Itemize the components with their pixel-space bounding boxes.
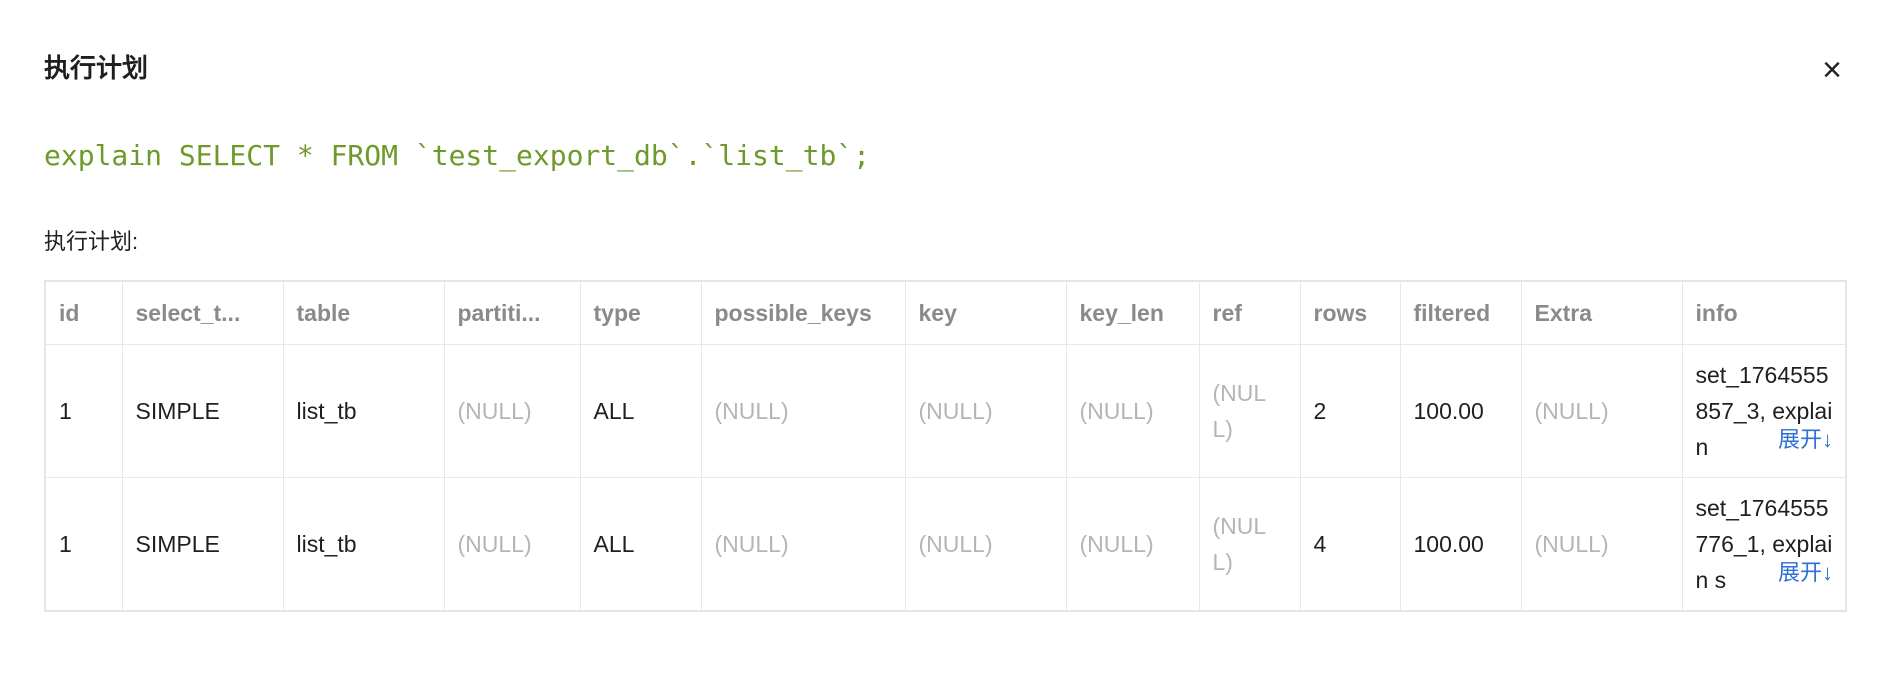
dialog-title: 执行计划 — [44, 53, 149, 83]
cell-info: set_1764555857_3, explain 展开↓ — [1681, 344, 1847, 478]
sql-statement: explain SELECT * FROM `test_export_db`.`… — [44, 139, 871, 172]
cell-partitions: (NULL) — [443, 477, 581, 612]
cell-rows: 4 — [1299, 477, 1401, 612]
cell-possible-keys: (NULL) — [700, 344, 906, 478]
header-possible-keys[interactable]: possible_keys — [700, 280, 906, 345]
header-key-len[interactable]: key_len — [1065, 280, 1200, 345]
header-ref[interactable]: ref — [1198, 280, 1301, 345]
section-label: 执行计划: — [44, 229, 139, 254]
close-icon[interactable]: × — [1822, 51, 1842, 89]
info-text: set_1764555776_1, explain s — [1695, 495, 1833, 593]
table-row: 1 SIMPLE list_tb (NULL) ALL (NULL) (NULL… — [44, 477, 1847, 612]
cell-select-type: SIMPLE — [121, 344, 284, 478]
cell-key-len: (NULL) — [1065, 344, 1200, 478]
cell-ref: (NULL) — [1198, 344, 1301, 478]
header-extra[interactable]: Extra — [1520, 280, 1683, 345]
header-info[interactable]: info — [1681, 280, 1847, 345]
table-header-row: id select_t... table partiti... type pos… — [44, 280, 1847, 345]
cell-filtered: 100.00 — [1399, 344, 1522, 478]
header-partitions[interactable]: partiti... — [443, 280, 581, 345]
cell-ref: (NULL) — [1198, 477, 1301, 612]
expand-link[interactable]: 展开↓ — [1777, 425, 1833, 455]
cell-extra: (NULL) — [1520, 344, 1683, 478]
cell-id: 1 — [44, 344, 123, 478]
header-select-type[interactable]: select_t... — [121, 280, 284, 345]
cell-possible-keys: (NULL) — [700, 477, 906, 612]
cell-partitions: (NULL) — [443, 344, 581, 478]
cell-table: list_tb — [282, 477, 445, 612]
expand-link[interactable]: 展开↓ — [1777, 558, 1833, 588]
cell-select-type: SIMPLE — [121, 477, 284, 612]
cell-key: (NULL) — [904, 344, 1067, 478]
header-table[interactable]: table — [282, 280, 445, 345]
header-id[interactable]: id — [44, 280, 123, 345]
cell-filtered: 100.00 — [1399, 477, 1522, 612]
cell-key: (NULL) — [904, 477, 1067, 612]
cell-info: set_1764555776_1, explain s 展开↓ — [1681, 477, 1847, 612]
cell-rows: 2 — [1299, 344, 1401, 478]
cell-type: ALL — [579, 344, 702, 478]
cell-type: ALL — [579, 477, 702, 612]
header-key[interactable]: key — [904, 280, 1067, 345]
cell-id: 1 — [44, 477, 123, 612]
header-filtered[interactable]: filtered — [1399, 280, 1522, 345]
info-text: set_1764555857_3, explain — [1695, 362, 1833, 460]
explain-result-table: id select_t... table partiti... type pos… — [44, 280, 1847, 612]
header-type[interactable]: type — [579, 280, 702, 345]
table-row: 1 SIMPLE list_tb (NULL) ALL (NULL) (NULL… — [44, 344, 1847, 478]
header-rows[interactable]: rows — [1299, 280, 1401, 345]
cell-table: list_tb — [282, 344, 445, 478]
cell-key-len: (NULL) — [1065, 477, 1200, 612]
cell-extra: (NULL) — [1520, 477, 1683, 612]
